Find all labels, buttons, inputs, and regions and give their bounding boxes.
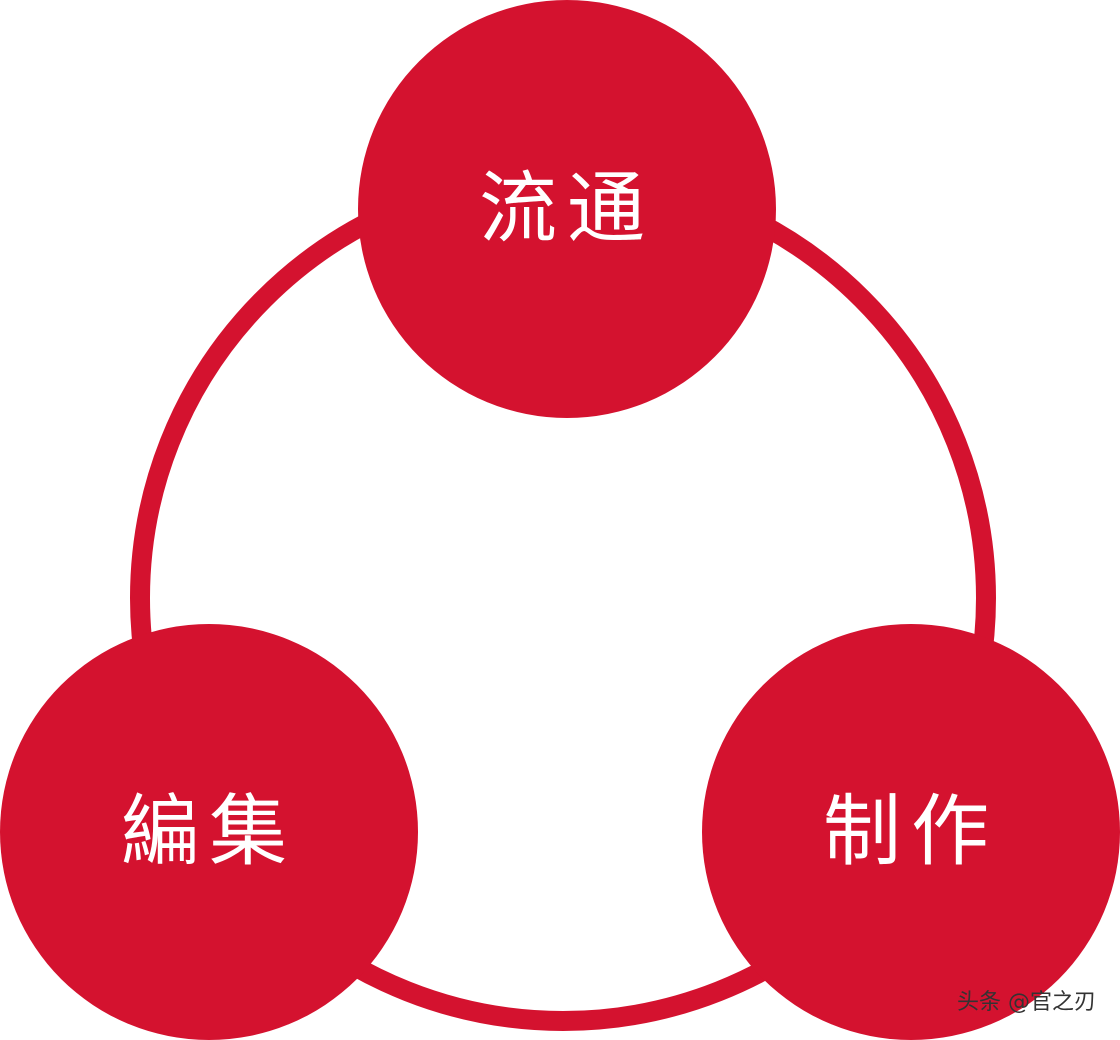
node-editing: 編集 [0,624,418,1040]
node-production: 制作 [702,624,1120,1040]
watermark-text: 头条 @官之刃 [957,990,1096,1015]
node-circulation: 流通 [358,0,776,418]
node-label-circulation: 流通 [478,164,655,254]
node-label-production: 制作 [822,787,999,877]
node-label-editing: 編集 [120,787,297,877]
